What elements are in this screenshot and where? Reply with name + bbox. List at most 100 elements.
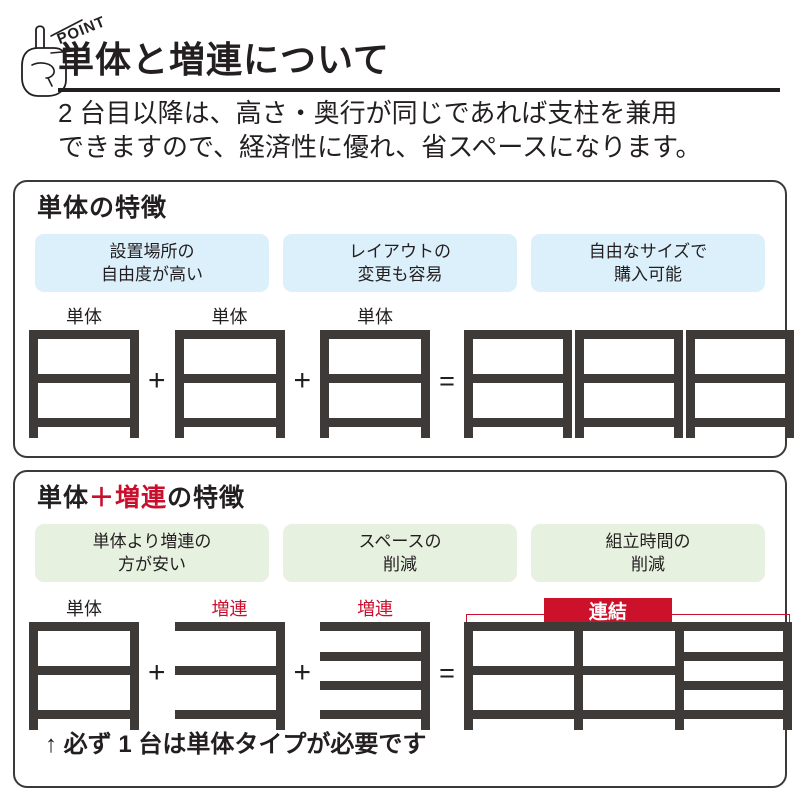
shelf-bar-bottom xyxy=(674,710,792,719)
shelf-unit-label: 単体 xyxy=(66,599,102,619)
shelf-post-shared-1 xyxy=(573,622,583,730)
shelf-bar-middle xyxy=(573,666,684,675)
operator-plus: + xyxy=(148,364,166,397)
lead-paragraph: 2 台目以降は、高さ・奥行が同じであれば支柱を兼用 できますので、経済性に優れ、… xyxy=(58,96,798,164)
shelf-bar-bottom xyxy=(685,418,794,427)
pill-line-1: 組立時間の xyxy=(605,532,691,551)
equation-single: 単体 + 単体 xyxy=(29,300,794,438)
shelf-bar-top xyxy=(29,622,139,631)
shelf-bar-middle xyxy=(685,374,794,383)
section-title-single: 単体の特徴 xyxy=(37,194,168,222)
shelf-unit-single xyxy=(320,330,431,438)
section-card-single: 単体の特徴 設置場所の 自由度が高い レイアウトの 変更も容易 自由なサイズで … xyxy=(13,180,794,458)
lead-line-2: できますので、経済性に優れ、省スペースになります。 xyxy=(58,132,702,162)
shelf-post-left xyxy=(463,330,473,438)
shelf-bar-middle xyxy=(174,666,285,675)
shelf-unit-single xyxy=(174,330,285,438)
section-title-part-3: の特徴 xyxy=(167,484,246,512)
shelf-unit-addon xyxy=(174,622,285,730)
feature-pill: レイアウトの 変更も容易 xyxy=(283,234,517,292)
section-title-plus: ＋ xyxy=(89,484,116,512)
pill-line-2: 購入可能 xyxy=(614,265,682,284)
feature-pill: 設置場所の 自由度が高い xyxy=(35,234,269,292)
shelf-post-right xyxy=(130,330,139,438)
shelf-post-left xyxy=(574,330,584,438)
pointing-hand-point-icon: POINT xyxy=(8,8,116,100)
shelf-bar-top xyxy=(463,330,572,339)
header: POINT 単体と増連について 2 台目以降は、高さ・奥行が同じであれば支柱を兼… xyxy=(0,0,800,178)
pill-line-1: スペースの xyxy=(358,532,442,551)
shelf-bar-top xyxy=(29,330,139,339)
shelf-unit-addon xyxy=(320,622,431,730)
section-title-part-1: 単体 xyxy=(37,484,90,512)
pill-line-2: 自由度が高い xyxy=(101,265,203,284)
shelf-bar-top xyxy=(174,330,285,339)
operator-plus: + xyxy=(148,656,166,689)
shelf-post-right xyxy=(275,330,285,438)
shelf-bar-bottom xyxy=(320,418,431,427)
shelf-unit-label: 単体 xyxy=(66,307,102,327)
operator-equals: = xyxy=(439,658,455,688)
feature-pill: スペースの 削減 xyxy=(283,524,517,582)
shelf-post-right xyxy=(673,330,683,438)
shelf-unit-group: 単体 xyxy=(29,306,139,438)
shelf-unit-group: 単体 xyxy=(29,598,139,730)
shelf-bar-second xyxy=(674,652,792,661)
equation-addon: 単体 + 増連 + xyxy=(29,590,792,730)
shelf-bar-top xyxy=(574,330,683,339)
shelf-bar-middle xyxy=(463,374,572,383)
shelf-post-left xyxy=(685,330,695,438)
required-single-note: ↑ 必ず 1 台は単体タイプが必要です xyxy=(45,731,427,758)
shelf-post-shared-2 xyxy=(674,622,684,730)
shelf-post-right xyxy=(784,330,794,438)
page-title-row: 単体と増連について xyxy=(58,38,780,82)
page-title: 単体と増連について xyxy=(58,39,390,80)
title-underline xyxy=(58,88,780,92)
section-title-addon: 単体＋増連の特徴 xyxy=(37,482,245,514)
feature-pill: 単体より増連の 方が安い xyxy=(35,524,269,582)
shelf-bar-middle xyxy=(29,666,139,675)
shelf-bar-bottom xyxy=(29,710,139,719)
shelf-post-right xyxy=(562,330,572,438)
shelf-unit-label: 単体 xyxy=(357,307,394,327)
pill-line-2: 削減 xyxy=(383,555,417,574)
shelf-unit-label: 単体 xyxy=(211,307,248,327)
shelf-bar-second xyxy=(320,652,431,661)
shelf-bar-top xyxy=(174,622,285,631)
shelf-bar-third xyxy=(674,681,792,690)
shelf-unit-group: 増連 xyxy=(174,598,285,730)
pill-line-1: 単体より増連の xyxy=(92,532,212,551)
shelf-post-left xyxy=(463,622,473,730)
shelf-bar-middle xyxy=(320,374,431,383)
shelf-post-left xyxy=(320,330,330,438)
pill-line-1: 自由なサイズで xyxy=(588,242,708,261)
shelf-unit-label: 増連 xyxy=(211,599,248,619)
shelf-bar-middle xyxy=(463,666,583,675)
shelf-unit-single xyxy=(29,622,139,730)
shelf-post-left xyxy=(174,330,184,438)
feature-pill: 組立時間の 削減 xyxy=(531,524,765,582)
feature-pill-group-single: 設置場所の 自由度が高い レイアウトの 変更も容易 自由なサイズで 購入可能 xyxy=(35,234,765,292)
feature-pill: 自由なサイズで 購入可能 xyxy=(531,234,765,292)
shelf-bar-bottom xyxy=(320,710,431,719)
shelf-unit-label: 増連 xyxy=(357,599,394,619)
shelf-post-right xyxy=(275,622,285,730)
shelf-result-linked xyxy=(463,622,792,730)
shelf-post-left xyxy=(29,622,38,730)
shelf-unit-group: 単体 xyxy=(174,306,285,438)
shelf-bar-bottom xyxy=(573,710,684,719)
shelf-bar-bottom xyxy=(174,418,285,427)
pill-line-1: 設置場所の xyxy=(109,242,195,261)
shelf-post-right xyxy=(421,330,431,438)
shelf-bar-third xyxy=(320,681,431,690)
shelf-unit-group: 増連 xyxy=(320,598,431,730)
pill-line-1: レイアウトの xyxy=(349,242,451,261)
shelf-bar-top xyxy=(320,330,431,339)
shelf-post-right xyxy=(130,622,139,730)
shelf-post-right xyxy=(421,622,431,730)
pill-line-2: 削減 xyxy=(631,555,665,574)
shelf-post-left xyxy=(29,330,38,438)
operator-plus: + xyxy=(293,364,312,397)
shelf-bar-middle xyxy=(174,374,285,383)
